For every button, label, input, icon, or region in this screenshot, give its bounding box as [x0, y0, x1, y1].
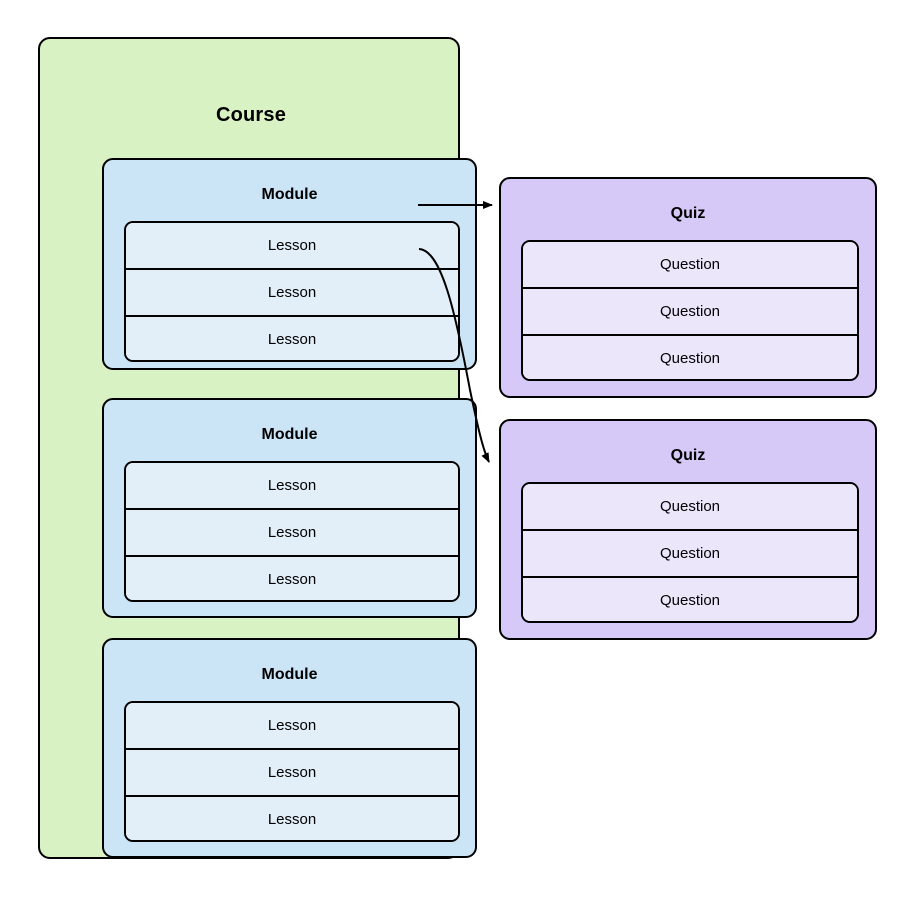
lesson-row[interactable]: Lesson [126, 270, 458, 317]
course-container[interactable]: Course Module Lesson Lesson Lesson Modul… [38, 37, 477, 859]
module-title-2: Module [261, 426, 318, 443]
module-container-1[interactable]: Module Lesson Lesson Lesson [102, 158, 477, 370]
quiz-container-1[interactable]: Quiz Question Question Question [499, 177, 877, 398]
course-title: Course [215, 104, 287, 126]
lesson-group-1: Lesson Lesson Lesson [124, 221, 460, 362]
quiz-title-2: Quiz [670, 447, 706, 464]
lesson-row[interactable]: Lesson [126, 750, 458, 797]
question-row[interactable]: Question [523, 289, 857, 336]
question-group-1: Question Question Question [521, 240, 859, 381]
lesson-row[interactable]: Lesson [126, 317, 458, 360]
lesson-group-2: Lesson Lesson Lesson [124, 461, 460, 602]
question-row[interactable]: Question [523, 578, 857, 621]
question-row[interactable]: Question [523, 531, 857, 578]
question-group-2: Question Question Question [521, 482, 859, 623]
lesson-row[interactable]: Lesson [126, 223, 458, 270]
lesson-row[interactable]: Lesson [126, 797, 458, 840]
module-container-2[interactable]: Module Lesson Lesson Lesson [102, 398, 477, 618]
lesson-row[interactable]: Lesson [126, 510, 458, 557]
lesson-group-3: Lesson Lesson Lesson [124, 701, 460, 842]
lesson-row[interactable]: Lesson [126, 463, 458, 510]
module-container-3[interactable]: Module Lesson Lesson Lesson [102, 638, 477, 858]
question-row[interactable]: Question [523, 484, 857, 531]
question-row[interactable]: Question [523, 242, 857, 289]
quiz-container-2[interactable]: Quiz Question Question Question [499, 419, 877, 640]
lesson-row[interactable]: Lesson [126, 557, 458, 600]
module-title-3: Module [261, 666, 318, 683]
module-title-1: Module [261, 186, 318, 203]
quiz-title-1: Quiz [670, 205, 706, 222]
lesson-row[interactable]: Lesson [126, 703, 458, 750]
question-row[interactable]: Question [523, 336, 857, 379]
